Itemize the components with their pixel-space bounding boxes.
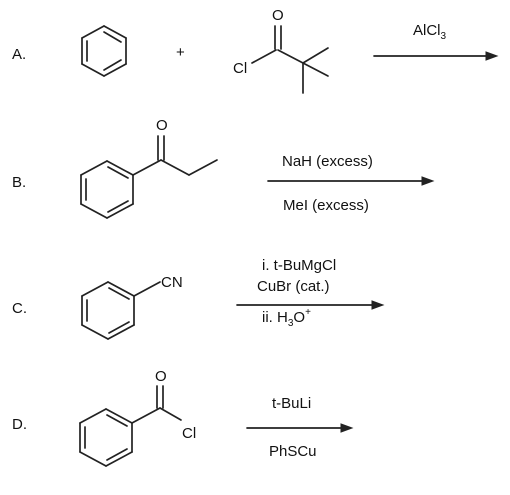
reaction-c-nitrile-group: CN (161, 274, 183, 291)
reaction-a-pivaloyl-chloride: Cl O (233, 7, 329, 94)
reaction-a-oxygen-atom: O (272, 7, 284, 24)
reaction-d-benzoyl-chloride: O Cl (79, 368, 196, 467)
reaction-c-reagent-line3: ii. H3O+ (262, 307, 311, 329)
reaction-b-label: B. (12, 174, 26, 191)
reaction-c-arrow (236, 300, 385, 310)
reaction-c-label: C. (12, 300, 27, 317)
reaction-d-reagent-above: t-BuLi (272, 395, 311, 412)
reaction-b-reagent-above: NaH (excess) (282, 153, 373, 170)
reaction-c-reagent-line1: i. t-BuMgCl (262, 257, 336, 274)
reaction-b: B. O NaH (excess) MeI (excess) (12, 117, 435, 219)
reaction-b-oxygen-atom: O (156, 117, 168, 134)
reaction-d-oxygen-atom: O (155, 368, 167, 385)
reaction-b-arrow (267, 176, 435, 186)
reaction-a-plus: + (176, 44, 185, 61)
reaction-b-propiophenone: O (80, 117, 218, 219)
reaction-c: C. CN i. t-BuMgCl CuBr (cat.) ii. H3O+ (12, 257, 385, 340)
reaction-d-chlorine-atom: Cl (182, 425, 196, 442)
reaction-d-reagent-below: PhSCu (269, 443, 317, 460)
reaction-a-reagent: AlCl3 (413, 22, 447, 42)
reaction-c-reagent-line2: CuBr (cat.) (257, 278, 330, 295)
reaction-a-arrow (373, 51, 499, 61)
reaction-c-benzonitrile: CN (81, 274, 183, 340)
reaction-d-arrow (246, 423, 354, 433)
reaction-d: D. O Cl t-BuLi PhSCu (12, 368, 354, 467)
reaction-a-benzene (81, 25, 127, 77)
reaction-b-reagent-below: MeI (excess) (283, 197, 369, 214)
reaction-d-label: D. (12, 416, 27, 433)
reaction-a-chlorine-atom: Cl (233, 60, 247, 77)
reaction-a: A. + Cl O (12, 7, 499, 94)
reaction-a-label: A. (12, 46, 26, 63)
